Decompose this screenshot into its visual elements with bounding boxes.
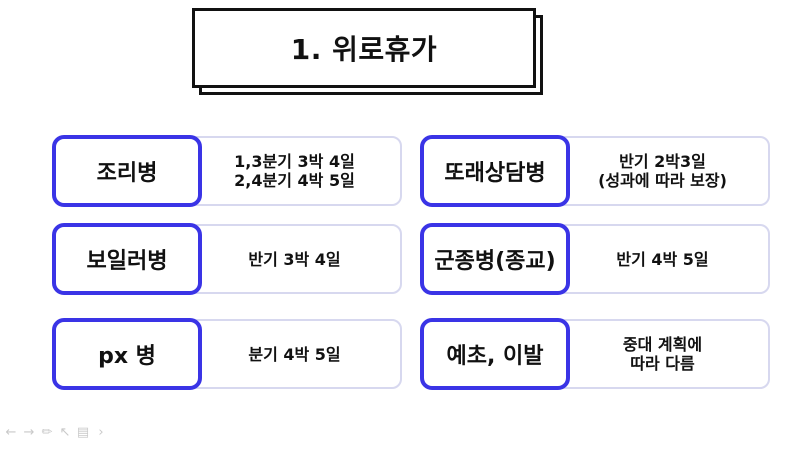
vacation-item: 반기 2박3일 (성과에 따라 보장) 또래상담병 — [420, 135, 770, 207]
vacation-row-2: 반기 3박 4일 보일러병 반기 4박 5일 군종병(종교) — [0, 223, 800, 295]
vacation-row-3: 분기 4박 5일 px 병 중대 계획에 따라 다름 예초, 이발 — [0, 318, 800, 390]
vacation-value: 중대 계획에 따라 다름 — [555, 319, 770, 389]
vacation-value: 반기 4박 5일 — [555, 224, 770, 294]
vacation-label: 또래상담병 — [420, 135, 570, 207]
vacation-value-text: 반기 2박3일 (성과에 따라 보장) — [598, 152, 727, 190]
vacation-value: 분기 4박 5일 — [187, 319, 402, 389]
notes-icon[interactable]: ▤ — [76, 424, 90, 440]
vacation-value-text: 반기 3박 4일 — [248, 249, 341, 269]
vacation-value-text: 반기 4박 5일 — [616, 249, 709, 269]
vacation-value: 1,3분기 3박 4일 2,4분기 4박 5일 — [187, 136, 402, 206]
slide-nav-toolbar: ← → ✏ ↖ ▤ › — [4, 422, 108, 442]
vacation-item: 1,3분기 3박 4일 2,4분기 4박 5일 조리병 — [52, 135, 402, 207]
vacation-item: 반기 3박 4일 보일러병 — [52, 223, 402, 295]
vacation-label: 보일러병 — [52, 223, 202, 295]
title-frame: 1. 위로휴가 — [192, 8, 548, 100]
page-title: 1. 위로휴가 — [192, 8, 536, 88]
chevron-right-icon[interactable]: › — [98, 424, 104, 440]
vacation-value: 반기 2박3일 (성과에 따라 보장) — [555, 136, 770, 206]
vacation-item: 반기 4박 5일 군종병(종교) — [420, 223, 770, 295]
vacation-value-text: 1,3분기 3박 4일 2,4분기 4박 5일 — [234, 152, 355, 190]
arrow-left-icon[interactable]: ← — [5, 424, 17, 440]
vacation-label: 예초, 이발 — [420, 318, 570, 390]
vacation-label: px 병 — [52, 318, 202, 390]
pointer-icon[interactable]: ↖ — [59, 424, 71, 440]
arrow-right-icon[interactable]: → — [23, 424, 35, 440]
vacation-value: 반기 3박 4일 — [187, 224, 402, 294]
vacation-label: 군종병(종교) — [420, 223, 570, 295]
vacation-item: 분기 4박 5일 px 병 — [52, 318, 402, 390]
vacation-item: 중대 계획에 따라 다름 예초, 이발 — [420, 318, 770, 390]
vacation-value-text: 중대 계획에 따라 다름 — [622, 335, 703, 373]
pen-icon[interactable]: ✏ — [41, 424, 53, 440]
vacation-value-text: 분기 4박 5일 — [248, 344, 341, 364]
vacation-row-1: 1,3분기 3박 4일 2,4분기 4박 5일 조리병 반기 2박3일 (성과에… — [0, 135, 800, 207]
vacation-label: 조리병 — [52, 135, 202, 207]
